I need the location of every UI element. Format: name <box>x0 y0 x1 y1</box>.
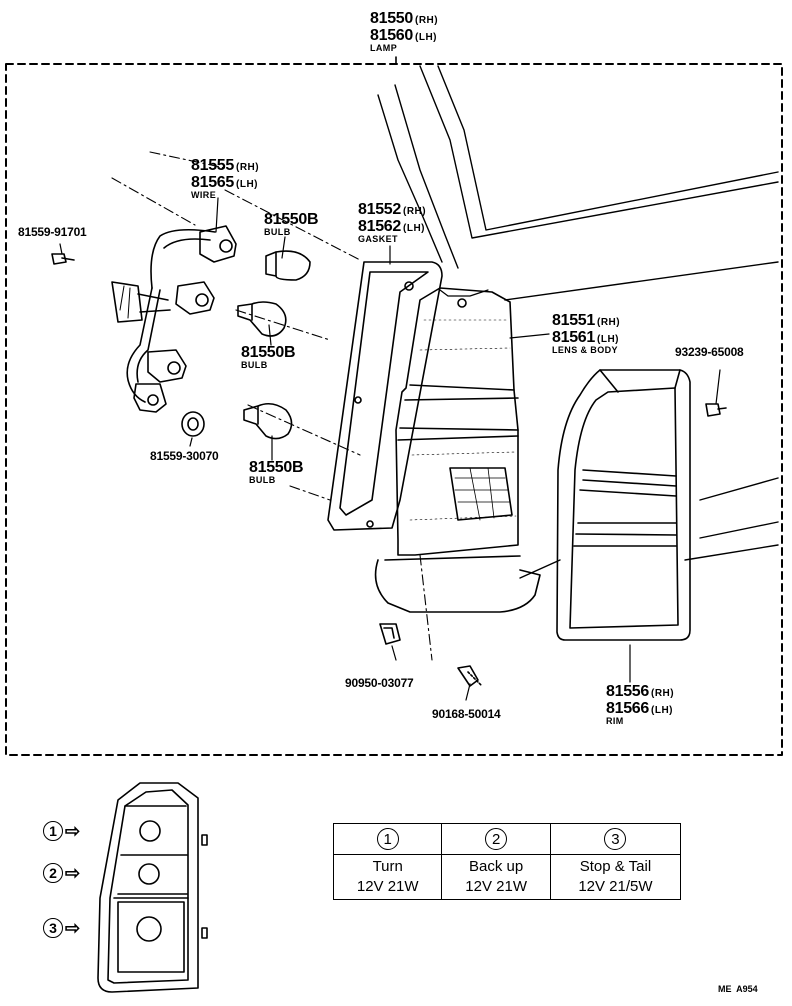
bulb-table-header-cell: 3 <box>549 823 682 855</box>
bulb-mid-name: BULB <box>241 360 268 370</box>
bulb-mid-number: 81550B <box>241 344 296 361</box>
wire-harness <box>111 225 237 413</box>
position-marker-2: 2 ⇨ <box>43 863 80 883</box>
bulb-function-stop-tail: Stop & Tail <box>579 858 652 875</box>
lens-rh-number: 81551 <box>552 312 595 329</box>
bulb-spec-table: 1 2 3 Turn 12V 21W Back up 12V 21W Stop … <box>332 823 682 900</box>
gasket-lh-tag: (LH) <box>403 223 425 234</box>
wire-name: WIRE <box>191 190 217 200</box>
marker-2-number: 2 <box>43 863 63 883</box>
lens-label: 81551(RH) 81561(LH) LENS & BODY <box>552 313 620 355</box>
bulb-function-backup: Back up <box>469 858 524 875</box>
rim-rh-number: 81556 <box>606 683 649 700</box>
wire-lh-tag: (LH) <box>236 179 258 190</box>
bulb-table-header-cell: 2 <box>441 823 551 855</box>
position-marker-1: 1 ⇨ <box>43 821 80 841</box>
lens-lh-tag: (LH) <box>597 334 619 345</box>
rim-lh-tag: (LH) <box>651 705 673 716</box>
position-marker-3: 3 ⇨ <box>43 918 80 938</box>
bulb-low-label: 81550B BULB <box>249 459 304 485</box>
gasket-rh-number: 81552 <box>358 201 401 218</box>
right-arrow-icon: ⇨ <box>65 821 81 841</box>
rim-lh-number: 81566 <box>606 700 649 717</box>
rim-rh-tag: (RH) <box>651 688 675 699</box>
lens-name: LENS & BODY <box>552 345 618 355</box>
assembly-boundary <box>5 63 783 756</box>
gasket-name: GASKET <box>358 234 398 244</box>
lamp-name: LAMP <box>370 43 398 53</box>
rim-label: 81556(RH) 81566(LH) RIM <box>606 684 674 726</box>
bulb-function-turn: Turn <box>372 858 403 875</box>
clip-shape <box>379 623 401 645</box>
bulb-table-col-3-number: 3 <box>604 828 627 850</box>
rim-name: RIM <box>606 716 624 726</box>
bulb-spec-turn: 12V 21W <box>356 878 419 895</box>
gasket-lh-number: 81562 <box>358 218 401 235</box>
bulb-table-cell: Stop & Tail 12V 21/5W <box>549 854 682 900</box>
bulb-top-number: 81550B <box>264 211 319 228</box>
screw-small-shape <box>51 253 75 265</box>
bulb-spec-backup: 12V 21W <box>465 878 527 895</box>
wire-label: 81555(RH) 81565(LH) WIRE <box>191 158 259 200</box>
screw-right-shape <box>705 403 727 417</box>
lens-lh-number: 81561 <box>552 329 595 346</box>
gasket-rh-tag: (RH) <box>403 206 427 217</box>
right-arrow-icon: ⇨ <box>65 863 81 883</box>
right-arrow-icon: ⇨ <box>65 918 81 938</box>
bulb-table-header-cell: 1 <box>332 823 443 855</box>
rear-bumper <box>374 555 541 613</box>
gasket-label: 81552(RH) 81562(LH) GASKET <box>358 202 426 244</box>
lamp-rh-number: 81550 <box>370 10 413 27</box>
bulb-table-col-1-number: 1 <box>376 828 399 850</box>
bulb-mid-shape <box>237 301 287 337</box>
lamp-lh-number: 81560 <box>370 27 413 44</box>
rim-shape <box>556 369 691 641</box>
bulb-table-header-row: 1 2 3 <box>332 823 682 855</box>
bulb-table-body-row: Turn 12V 21W Back up 12V 21W Stop & Tail… <box>332 854 682 900</box>
socket-ring-shape <box>181 411 205 437</box>
vehicle-body-outline <box>377 65 779 579</box>
lamp-rh-tag: (RH) <box>415 15 439 26</box>
lamp-position-key <box>97 782 208 993</box>
callout-lines <box>59 197 721 701</box>
bulb-top-shape <box>265 250 311 281</box>
wire-rh-tag: (RH) <box>236 162 260 173</box>
lamp-label: 81550(RH) 81560(LH) LAMP <box>370 11 438 53</box>
lamp-lh-tag: (LH) <box>415 32 437 43</box>
screw-right-number: 93239-65008 <box>675 345 744 359</box>
wire-lh-number: 81565 <box>191 174 234 191</box>
bulb-spec-stop-tail: 12V 21/5W <box>578 878 653 895</box>
bulb-low-shape <box>243 402 293 440</box>
screw-small-number: 81559-91701 <box>18 225 87 239</box>
marker-3-number: 3 <box>43 918 63 938</box>
footer-code: ME A954 <box>718 984 758 994</box>
bulb-low-name: BULB <box>249 475 276 485</box>
gasket-shape <box>327 261 443 531</box>
clip-number: 90950-03077 <box>345 676 414 690</box>
bulb-mid-label: 81550B BULB <box>241 344 296 370</box>
bulb-table-cell: Back up 12V 21W <box>441 854 551 900</box>
bulb-table-col-2-number: 2 <box>485 828 508 850</box>
screw-bottom-number: 90168-50014 <box>432 707 501 721</box>
bulb-table-cell: Turn 12V 21W <box>332 854 443 900</box>
bulb-low-number: 81550B <box>249 459 304 476</box>
socket-number: 81559-30070 <box>150 449 219 463</box>
marker-1-number: 1 <box>43 821 63 841</box>
lens-rh-tag: (RH) <box>597 317 621 328</box>
lens-body-shape <box>395 287 519 556</box>
bulb-top-name: BULB <box>264 227 291 237</box>
bulb-top-label: 81550B BULB <box>264 211 319 237</box>
wire-rh-number: 81555 <box>191 157 234 174</box>
screw-bottom-shape <box>457 665 483 687</box>
